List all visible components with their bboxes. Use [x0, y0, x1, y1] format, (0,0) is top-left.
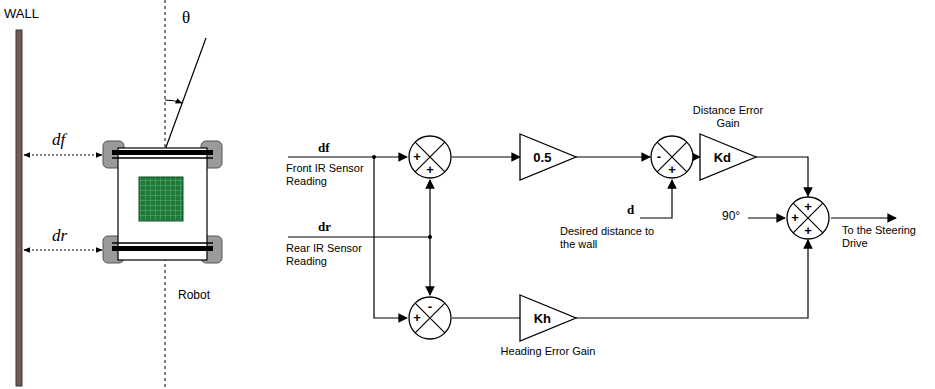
gain-block: KhHeading Error Gain: [520, 295, 576, 341]
junction-dot: [372, 155, 376, 159]
summing-junction: + + +: [786, 196, 830, 240]
distance-label: df: [52, 130, 65, 150]
sign-label: +: [804, 224, 812, 237]
gain-value: Kd: [714, 150, 731, 165]
signal-wire: [429, 237, 430, 295]
angle-arc: [165, 100, 182, 103]
signal-description: Desired distance to the wall: [560, 225, 664, 251]
junction-dot: [428, 235, 432, 239]
sign-label: +: [804, 200, 812, 213]
junction-circle: [787, 197, 829, 239]
axle: [112, 157, 213, 159]
distance-dimension: [24, 250, 102, 251]
signal-wire: [288, 236, 430, 237]
sign-label: +: [791, 211, 799, 224]
signal-name: df: [318, 140, 330, 156]
sign-label: +: [426, 163, 434, 176]
axle: [112, 150, 213, 155]
signal-wire: [748, 217, 785, 218]
signal-connector: [576, 156, 650, 157]
triangle-outline: [700, 134, 756, 180]
gain-heading: Heading Error Gain: [500, 345, 596, 358]
sign-label: +: [413, 150, 421, 163]
gain-value: Kh: [534, 311, 551, 326]
gain-heading: Distance Error Gain: [680, 104, 776, 130]
robot-label: Robot: [178, 288, 210, 303]
junction-circle: [651, 136, 693, 178]
axle: [112, 246, 213, 251]
robot-body: [103, 141, 222, 263]
signal-connector: [452, 317, 520, 318]
signal-wires: [288, 157, 896, 318]
sign-label: +: [668, 163, 676, 176]
junction-circle: [409, 297, 451, 339]
heading-line: [165, 38, 206, 150]
output-description: To the Steering Drive: [842, 224, 926, 250]
sign-label: -: [657, 150, 661, 163]
sign-label: +: [413, 311, 421, 324]
reference-value: 90°: [722, 209, 740, 224]
sign-label: -: [428, 300, 432, 313]
distance-dimension: [24, 155, 102, 156]
signal-connector: [576, 240, 808, 318]
signal-name: d: [627, 202, 634, 218]
signal-description: Rear IR Sensor Reading: [286, 242, 368, 268]
triangle-outline: [520, 134, 576, 180]
wall-label: WALL: [4, 6, 39, 22]
summing-junction: -+: [650, 135, 694, 179]
signal-description: Front IR Sensor Reading: [286, 162, 368, 188]
signal-wire: [640, 180, 672, 218]
gain-value: 0.5: [533, 150, 551, 165]
gain-block: Distance Error GainKd: [700, 134, 756, 180]
gain-block: 0.5: [520, 134, 576, 180]
signal-connector: [756, 157, 808, 196]
summing-junction: ++: [408, 135, 452, 179]
triangle-outline: [520, 295, 576, 341]
axle: [112, 242, 213, 244]
signal-connector: [452, 156, 520, 157]
signal-wire: [429, 180, 430, 237]
distance-label: dr: [52, 226, 67, 246]
signal-wire: [831, 217, 896, 218]
circuit-board: [139, 177, 183, 221]
summing-junction: -+: [408, 296, 452, 340]
junction-circle: [409, 136, 451, 178]
wall: [16, 30, 22, 386]
signal-name: dr: [318, 219, 331, 235]
angle-label: θ: [182, 8, 190, 28]
signal-connector: [694, 156, 700, 157]
signal-wire: [288, 156, 407, 157]
